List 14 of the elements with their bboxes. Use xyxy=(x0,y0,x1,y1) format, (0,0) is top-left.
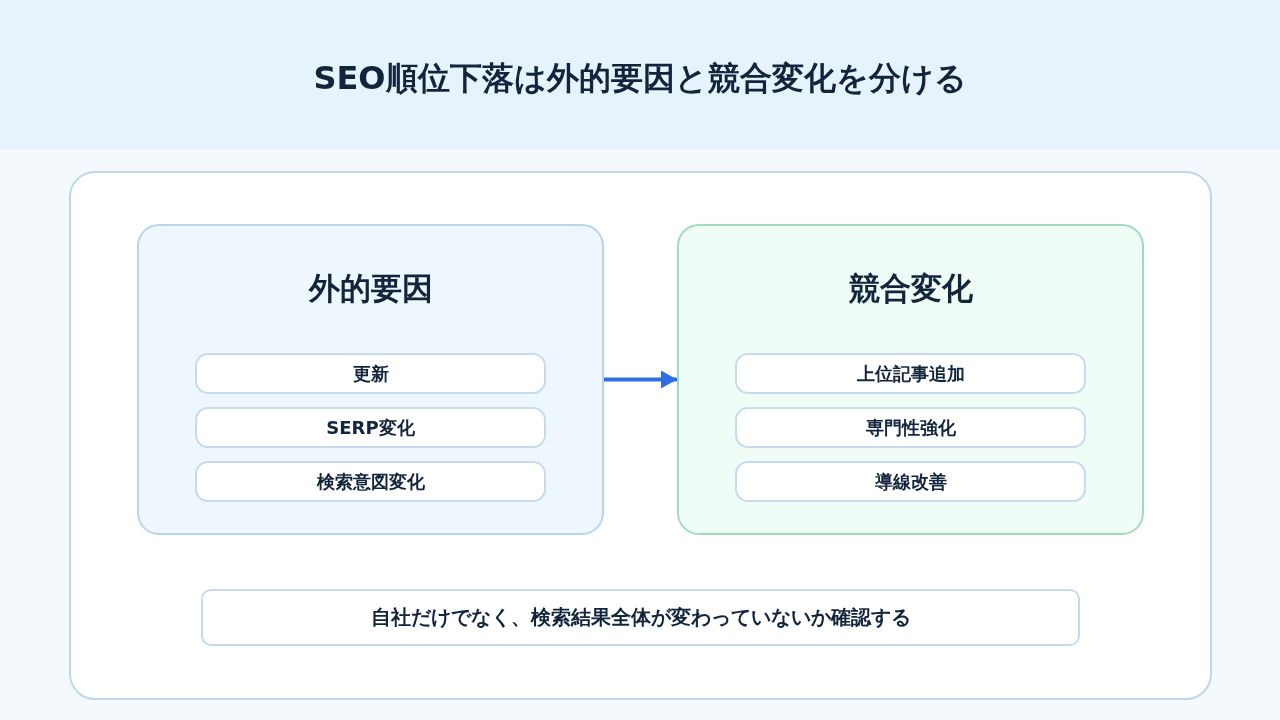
note-box: 自社だけでなく、検索結果全体が変わっていないか確認する xyxy=(201,589,1080,646)
item-box: 検索意図変化 xyxy=(195,461,546,502)
item-box: SERP変化 xyxy=(195,407,546,448)
category-panel xyxy=(677,224,1144,535)
arrow xyxy=(604,370,677,389)
item-box: 更新 xyxy=(195,353,546,394)
item-box: 専門性強化 xyxy=(735,407,1086,448)
card-panel xyxy=(69,171,1212,700)
title: SEO順位下落は外的要因と競合変化を分ける xyxy=(312,58,968,99)
panel-heading: 外的要因 xyxy=(307,269,434,308)
item-box: 導線改善 xyxy=(735,461,1086,502)
panel-heading: 競合変化 xyxy=(847,269,974,308)
category-panel xyxy=(137,224,604,535)
item-box: 上位記事追加 xyxy=(735,353,1086,394)
